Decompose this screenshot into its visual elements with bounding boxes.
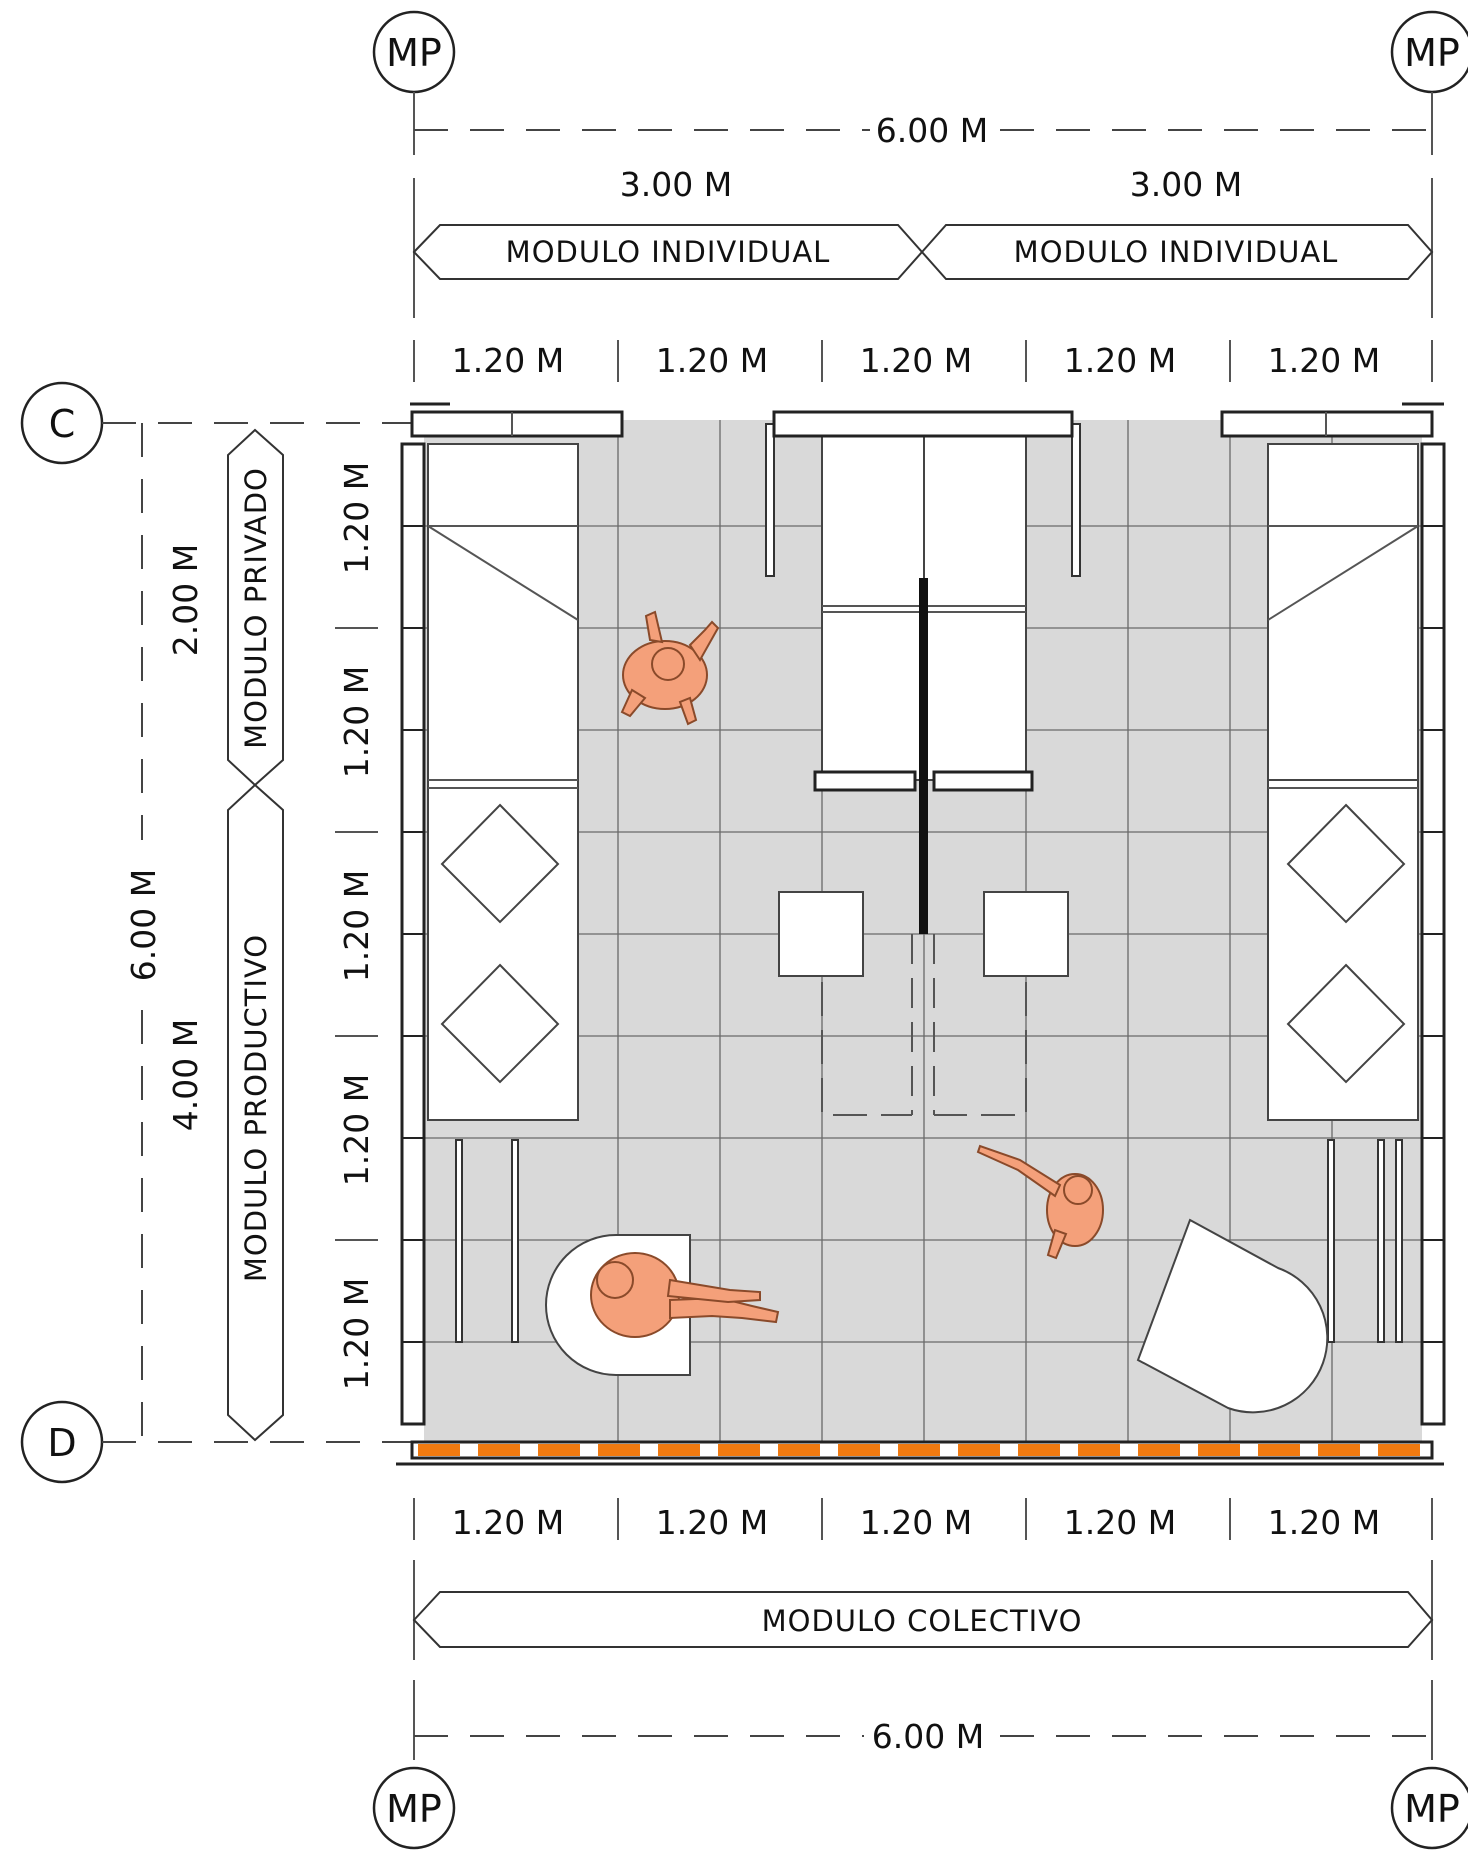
dim-left-productive: 4.00 M [166, 1019, 205, 1131]
dim-row-2: 1.20 M [337, 666, 376, 778]
rack-right [1327, 1139, 1403, 1343]
cushion-left-1 [440, 803, 560, 924]
module-banner-individual-right [920, 224, 1434, 280]
cushion-right-2 [1286, 963, 1406, 1084]
dim-row-4: 1.20 M [337, 1074, 376, 1186]
dim-bottom-bay-3: 1.20 M [860, 1503, 972, 1542]
dim-bottom-bay-1: 1.20 M [452, 1503, 564, 1542]
dim-left-total: 6.00 M [124, 869, 163, 981]
dim-top-bay-1: 1.20 M [452, 341, 564, 380]
wall-top-left [410, 410, 624, 438]
bed-right [1267, 443, 1419, 781]
center-shelf-left [813, 770, 917, 792]
dim-row-3: 1.20 M [337, 870, 376, 982]
dim-row-1: 1.20 M [337, 462, 376, 574]
dim-row-5: 1.20 M [337, 1278, 376, 1390]
dim-left-private: 2.00 M [166, 544, 205, 656]
stool-right [983, 891, 1069, 977]
cushion-left-2 [440, 963, 560, 1084]
grid-label-mp-bottom-right: MP [1404, 1787, 1460, 1831]
armchair-right [1136, 1218, 1329, 1414]
dim-top-bay-4: 1.20 M [1064, 341, 1176, 380]
dim-bottom-total: 6.00 M [872, 1717, 984, 1756]
grid-bubble-mp-bottom-left [372, 1766, 456, 1850]
module-label-privado: MODULO PRIVADO [239, 467, 273, 749]
dim-bottom-bay-5: 1.20 M [1268, 1503, 1380, 1542]
dim-top-bay-5: 1.20 M [1268, 341, 1380, 380]
person-center-right [976, 1144, 1104, 1260]
grid-label-d: D [47, 1421, 76, 1465]
center-shelf-right [932, 770, 1034, 792]
grid-label-mp-top-right: MP [1404, 31, 1460, 75]
module-banner-colectivo [412, 1591, 1434, 1648]
grid-label-mp-top-left: MP [386, 31, 442, 75]
grid-label-c: C [49, 402, 76, 446]
center-partition [919, 578, 928, 934]
module-label-individual-left: MODULO INDIVIDUAL [506, 235, 831, 269]
dim-bottom-bay-4: 1.20 M [1064, 1503, 1176, 1542]
person-top-left [620, 610, 720, 726]
dim-bottom-bay-2: 1.20 M [656, 1503, 768, 1542]
dim-top-total: 6.00 M [876, 111, 988, 150]
wall-top-center [772, 410, 1074, 438]
bed-left [427, 443, 579, 781]
stool-left [778, 891, 864, 977]
module-label-colectivo: MODULO COLECTIVO [762, 1604, 1083, 1638]
dim-top-bay-2: 1.20 M [656, 341, 768, 380]
dim-top-bay-3: 1.20 M [860, 341, 972, 380]
module-label-productivo: MODULO PRODUCTIVO [239, 934, 273, 1282]
module-label-individual-right: MODULO INDIVIDUAL [1014, 235, 1339, 269]
grid-label-mp-bottom-left: MP [386, 1787, 442, 1831]
person-seated [590, 1252, 780, 1338]
dim-top-half-right: 3.00 M [1130, 165, 1242, 204]
dim-top-half-left: 3.00 M [620, 165, 732, 204]
rack-left [455, 1139, 519, 1343]
grid-bubble-mp-bottom-right [1390, 1766, 1468, 1850]
module-banner-productivo [227, 783, 284, 1442]
cushion-right-1 [1286, 803, 1406, 924]
